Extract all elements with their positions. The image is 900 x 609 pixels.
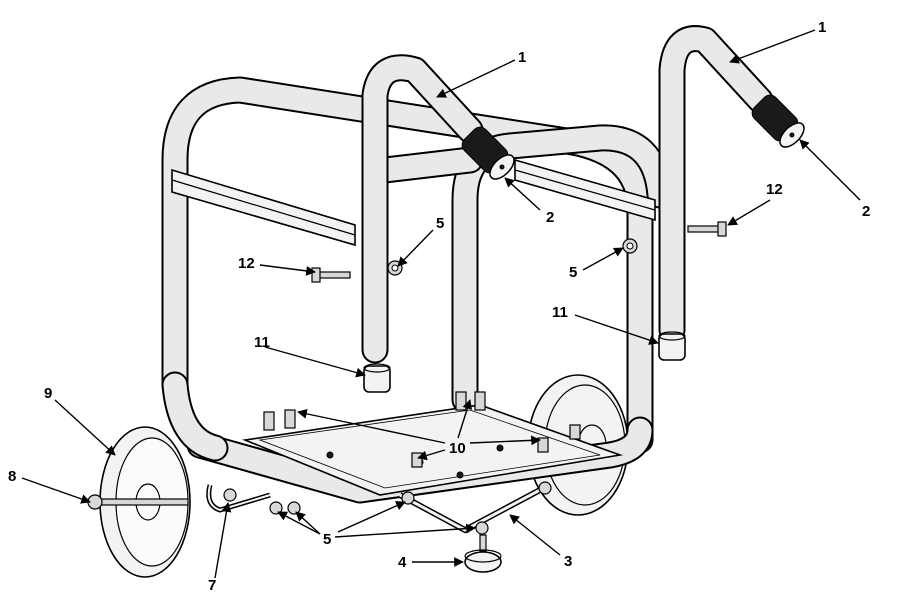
label-wheel-nut: 8: [8, 468, 16, 485]
label-end-cap-left: 2: [546, 209, 554, 226]
label-mount-bolts: 10: [449, 440, 466, 457]
base-plate: [241, 404, 624, 496]
part-number-labels: 1 1 2 2 3 4 5 5 5 7 8 9 10 11 11 12 12: [8, 19, 870, 594]
label-grip-handle-left: 1: [518, 49, 526, 66]
label-wheel: 9: [44, 385, 52, 402]
label-nut-right-handle: 5: [569, 264, 577, 281]
label-spacer-right: 11: [552, 304, 568, 321]
label-axle-bolt: 7: [208, 577, 216, 594]
angle-bars: [171, 158, 656, 247]
label-support-bracket: 3: [564, 553, 572, 570]
mount-bolt-hardware: [263, 391, 581, 468]
label-rubber-foot: 4: [398, 554, 407, 571]
label-bolt-right-handle: 12: [766, 181, 783, 198]
leader-lines: [21, 29, 861, 579]
label-nut-bottom: 5: [323, 531, 331, 548]
label-end-cap-right: 2: [862, 203, 870, 220]
label-bolt-left-handle: 12: [238, 255, 255, 272]
right-handle-assembly: [658, 25, 805, 361]
handle-hardware: [311, 221, 727, 283]
axle-bracket: [206, 484, 301, 515]
label-grip-handle-right: 1: [818, 19, 826, 36]
left-handle-assembly: [361, 54, 515, 393]
label-nut-left-handle: 5: [436, 215, 444, 232]
support-bracket-assembly: [398, 481, 552, 573]
label-spacer-left: 11: [254, 334, 270, 351]
front-wheel: [87, 426, 191, 578]
